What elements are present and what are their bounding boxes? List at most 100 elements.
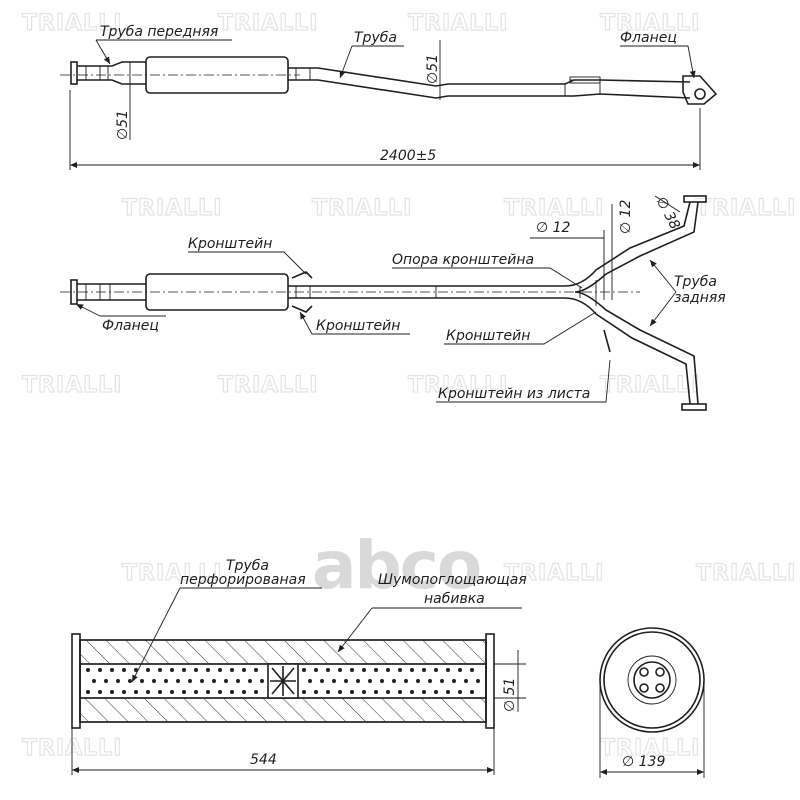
perforation-hole bbox=[206, 690, 210, 694]
brand-watermark: abco bbox=[312, 527, 480, 604]
perforation-hole bbox=[404, 679, 408, 683]
label-pipe: Труба bbox=[354, 30, 397, 46]
perforation-hole bbox=[464, 679, 468, 683]
watermark-text: TRIALLI bbox=[600, 373, 700, 398]
perforation-hole bbox=[434, 668, 438, 672]
label-bracket-upper: Кронштейн bbox=[188, 236, 272, 252]
perforation-hole bbox=[170, 690, 174, 694]
perforation-hole bbox=[368, 679, 372, 683]
perforation-hole bbox=[308, 679, 312, 683]
perforation-hole bbox=[386, 690, 390, 694]
perforation-hole bbox=[350, 690, 354, 694]
perforation-hole bbox=[104, 679, 108, 683]
perforation-hole bbox=[86, 668, 90, 672]
label-perforated-pipe-line1: Труба bbox=[226, 558, 269, 574]
sound-packing-top bbox=[79, 639, 487, 665]
perforation-hole bbox=[434, 690, 438, 694]
perforation-hole bbox=[116, 679, 120, 683]
watermark-text: TRIALLI bbox=[408, 11, 508, 36]
label-sheet-bracket: Кронштейн из листа bbox=[438, 386, 590, 402]
perforation-hole bbox=[470, 690, 474, 694]
perforation-hole bbox=[122, 690, 126, 694]
perforation-hole bbox=[224, 679, 228, 683]
perforation-hole bbox=[182, 690, 186, 694]
dimension-dia-38: ∅ 38 bbox=[652, 194, 682, 232]
middle-view: Кронштейн Кронштейн Фланец Опора кронште… bbox=[60, 194, 726, 411]
perforation-hole bbox=[98, 668, 102, 672]
perforation-hole bbox=[326, 668, 330, 672]
resonator-bracket bbox=[291, 271, 313, 313]
sheet-bracket bbox=[603, 329, 611, 353]
perforation-hole bbox=[254, 690, 258, 694]
perforation-hole bbox=[380, 679, 384, 683]
perforation-hole bbox=[164, 679, 168, 683]
perforation-hole bbox=[218, 690, 222, 694]
watermark-text: TRIALLI bbox=[696, 196, 796, 221]
perforation-hole bbox=[446, 668, 450, 672]
perforation-hole bbox=[332, 679, 336, 683]
label-flange-top: Фланец bbox=[620, 30, 677, 46]
perforation-hole bbox=[356, 679, 360, 683]
label-flange-middle: Фланец bbox=[102, 318, 159, 334]
perforation-hole bbox=[302, 668, 306, 672]
dimension-dia-139: ∅ 139 bbox=[622, 754, 665, 770]
watermark-text: TRIALLI bbox=[218, 373, 318, 398]
label-rear-pipe-line1: Труба bbox=[674, 274, 717, 290]
perforation-hole bbox=[302, 690, 306, 694]
perforation-hole bbox=[254, 668, 258, 672]
perforation-hole bbox=[362, 668, 366, 672]
perforation-hole bbox=[158, 690, 162, 694]
watermark-text: TRIALLI bbox=[504, 196, 604, 221]
dimension-dia-51-section: ∅ 51 bbox=[502, 678, 518, 712]
perforation-hole bbox=[374, 690, 378, 694]
muffler-end-view-outer bbox=[599, 627, 705, 733]
rear-flange bbox=[682, 75, 718, 105]
watermark-text: TRIALLI bbox=[22, 373, 122, 398]
perforation-hole bbox=[440, 679, 444, 683]
perforation-hole bbox=[146, 668, 150, 672]
front-flange bbox=[70, 279, 78, 305]
perforation-hole bbox=[230, 668, 234, 672]
label-bracket-center: Кронштейн bbox=[446, 328, 530, 344]
perforation-hole bbox=[416, 679, 420, 683]
perforation-hole bbox=[452, 679, 456, 683]
perforation-hole bbox=[428, 679, 432, 683]
front-pipe bbox=[77, 61, 146, 85]
perforation-hole bbox=[446, 690, 450, 694]
watermark-text: TRIALLI bbox=[312, 196, 412, 221]
watermark-text: TRIALLI bbox=[504, 561, 604, 586]
perforation-hole bbox=[92, 679, 96, 683]
perforation-hole bbox=[134, 690, 138, 694]
perforation-hole bbox=[194, 668, 198, 672]
watermark-text: TRIALLI bbox=[122, 561, 222, 586]
main-pipe bbox=[288, 285, 565, 299]
perforation-hole bbox=[110, 668, 114, 672]
rear-flange-upper bbox=[683, 195, 707, 203]
perforation-hole bbox=[86, 690, 90, 694]
perforation-hole bbox=[146, 690, 150, 694]
perforation-hole bbox=[344, 679, 348, 683]
muffler-end-view-pipe bbox=[633, 661, 671, 699]
label-perforated-pipe-line2: перфорированая bbox=[180, 572, 306, 588]
perforation-hole bbox=[134, 668, 138, 672]
perforation-hole bbox=[122, 668, 126, 672]
perforation-holes bbox=[86, 668, 480, 694]
watermark-text: TRIALLI bbox=[600, 11, 700, 36]
dimension-length-544: 544 bbox=[250, 752, 277, 768]
rear-flange-lower bbox=[681, 403, 707, 411]
perforation-hole bbox=[326, 690, 330, 694]
perforation-hole bbox=[182, 668, 186, 672]
watermark-text: TRIALLI bbox=[408, 373, 508, 398]
watermark-text: TRIALLI bbox=[22, 11, 122, 36]
label-rear-pipe-line2: задняя bbox=[674, 290, 726, 306]
perforation-hole bbox=[170, 668, 174, 672]
perforation-hole bbox=[98, 690, 102, 694]
perforation-hole bbox=[470, 668, 474, 672]
perforation-hole bbox=[314, 690, 318, 694]
perforation-hole bbox=[248, 679, 252, 683]
dimension-dia-front: ∅51 bbox=[115, 110, 131, 140]
perforation-hole bbox=[338, 690, 342, 694]
perforation-hole bbox=[200, 679, 204, 683]
perforation-hole bbox=[458, 668, 462, 672]
